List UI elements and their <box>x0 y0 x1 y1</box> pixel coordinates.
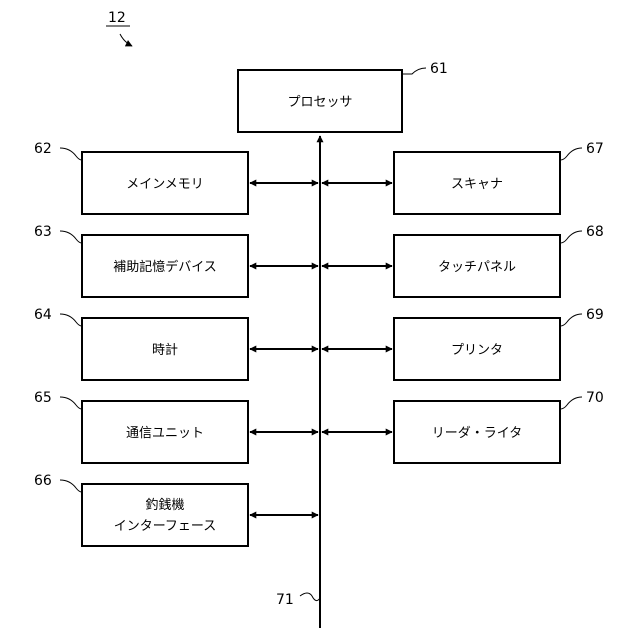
processor-label: プロセッサ <box>287 95 352 110</box>
left-block-comm-unit: 通信ユニット 65 <box>34 390 318 463</box>
change-machine-interface-box <box>82 484 248 546</box>
processor-ref: 61 <box>430 61 448 77</box>
comm-unit-label: 通信ユニット <box>126 426 204 441</box>
touch-panel-ref: 68 <box>586 224 604 240</box>
left-block-clock: 時計 64 <box>34 307 318 380</box>
touch-panel-label: タッチパネル <box>438 260 516 275</box>
change-machine-interface-ref-leader <box>60 480 82 492</box>
reader-writer-ref-leader <box>560 397 582 409</box>
printer-ref-leader <box>560 314 582 326</box>
processor-ref-leader <box>402 68 426 74</box>
printer-label: プリンタ <box>451 343 503 358</box>
printer-ref: 69 <box>586 307 604 323</box>
scanner-ref-leader <box>560 148 582 160</box>
left-block-main-memory: メインメモリ 62 <box>34 141 318 214</box>
right-block-scanner: スキャナ 67 <box>322 141 604 214</box>
left-block-change-machine-interface: 釣銭機 インターフェース 66 <box>34 473 318 546</box>
aux-storage-ref: 63 <box>34 224 52 240</box>
clock-ref-leader <box>60 314 82 326</box>
touch-panel-ref-leader <box>560 231 582 243</box>
main-memory-label: メインメモリ <box>126 177 204 192</box>
comm-unit-ref: 65 <box>34 390 52 406</box>
bus-ref-leader <box>300 593 320 601</box>
aux-storage-label: 補助記憶デバイス <box>113 259 217 275</box>
right-block-touch-panel: タッチパネル 68 <box>322 224 604 297</box>
main-memory-ref: 62 <box>34 141 52 157</box>
clock-ref: 64 <box>34 307 52 323</box>
reader-writer-ref: 70 <box>586 390 604 406</box>
right-block-reader-writer: リーダ・ライタ 70 <box>322 390 604 463</box>
scanner-label: スキャナ <box>451 177 503 192</box>
change-machine-interface-label-line1: 釣銭機 <box>145 497 184 513</box>
aux-storage-ref-leader <box>60 231 82 243</box>
clock-label: 時計 <box>152 342 178 358</box>
figure-ref-arrow <box>120 34 132 46</box>
change-machine-interface-label-line2: インターフェース <box>114 519 217 534</box>
change-machine-interface-ref: 66 <box>34 473 52 489</box>
scanner-ref: 67 <box>586 141 604 157</box>
bus-ref: 71 <box>276 592 294 608</box>
left-block-aux-storage: 補助記憶デバイス 63 <box>34 224 318 297</box>
reader-writer-label: リーダ・ライタ <box>432 426 522 441</box>
right-block-printer: プリンタ 69 <box>322 307 604 380</box>
figure-ref: 12 <box>108 10 126 26</box>
main-memory-ref-leader <box>60 148 82 160</box>
comm-unit-ref-leader <box>60 397 82 409</box>
